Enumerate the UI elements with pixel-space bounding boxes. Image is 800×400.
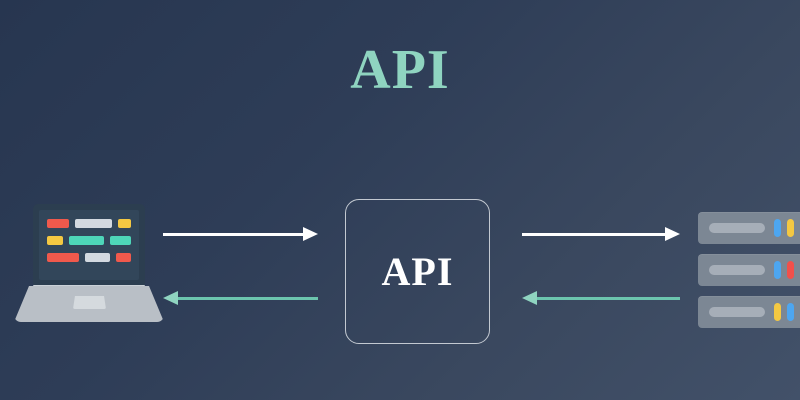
server-slot <box>709 265 765 275</box>
server-led-indicator <box>787 261 794 279</box>
server-unit <box>698 212 800 244</box>
arrow-request-client-to-api <box>163 227 318 242</box>
arrow-shaft <box>178 297 318 300</box>
code-bar <box>109 236 131 245</box>
page-title: API <box>350 39 450 101</box>
server-unit <box>698 254 800 286</box>
arrow-response-api-to-client <box>163 291 318 306</box>
arrow-shaft <box>163 233 303 236</box>
server-slot <box>709 223 765 233</box>
server-slot <box>709 307 765 317</box>
server-led-group <box>774 303 794 321</box>
server-led-group <box>774 261 794 279</box>
server-led-indicator <box>787 219 794 237</box>
code-bar <box>115 253 131 262</box>
server-led-indicator <box>774 219 781 237</box>
server-led-group <box>774 219 794 237</box>
arrowhead-right-icon <box>303 227 318 241</box>
code-line-2 <box>47 236 131 245</box>
code-bar <box>117 219 131 228</box>
arrowhead-left-icon <box>163 291 178 305</box>
code-bar <box>74 219 112 228</box>
arrow-shaft <box>522 233 665 236</box>
laptop-screen <box>39 210 139 280</box>
arrow-shaft <box>537 297 680 300</box>
server-led-indicator <box>774 261 781 279</box>
server-led-indicator <box>774 303 781 321</box>
server-stack-illustration <box>698 212 800 328</box>
code-bar <box>68 236 104 245</box>
code-line-3 <box>47 253 131 262</box>
laptop-lid <box>33 204 145 286</box>
server-unit <box>698 296 800 328</box>
arrow-response-server-to-api <box>522 291 680 306</box>
arrowhead-left-icon <box>522 291 537 305</box>
code-bar <box>47 236 63 245</box>
arrow-request-api-to-server <box>522 227 680 242</box>
api-box-label: API <box>381 249 454 294</box>
laptop-trackpad <box>73 296 106 309</box>
code-bar <box>84 253 110 262</box>
api-box: API <box>345 199 490 344</box>
arrowhead-right-icon <box>665 227 680 241</box>
code-line-1 <box>47 219 131 228</box>
server-led-indicator <box>787 303 794 321</box>
code-bar <box>47 219 69 228</box>
client-laptop-illustration <box>14 204 164 330</box>
code-bar <box>47 253 79 262</box>
